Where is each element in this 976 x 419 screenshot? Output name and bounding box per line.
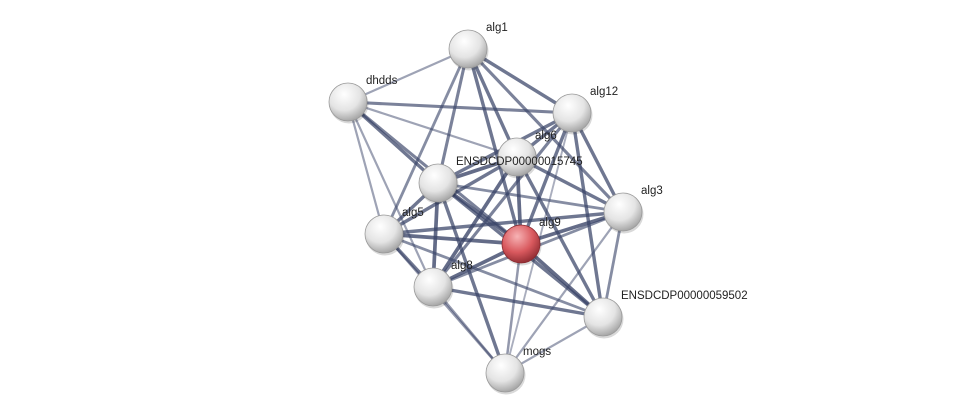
node-mogs[interactable]: mogs: [485, 346, 551, 395]
edge-dhdds-alg6[interactable]: [347, 100, 518, 159]
node-ball[interactable]: [364, 214, 404, 254]
node-alg3[interactable]: alg3: [603, 185, 663, 234]
edge-alg1-alg3[interactable]: [466, 47, 625, 214]
edge-alg12-alg8[interactable]: [431, 112, 574, 288]
edge-alg1-alg9[interactable]: [466, 48, 523, 245]
node-ball[interactable]: [418, 163, 458, 203]
edge-ENSDCDP00000015745-mogs[interactable]: [436, 182, 507, 374]
edge-ENSDCDP00000015745-alg3[interactable]: [437, 181, 624, 214]
node-ball[interactable]: [603, 192, 643, 232]
node-label: alg12: [590, 86, 618, 98]
edge-alg5-ENSDCDP00000059502[interactable]: [383, 232, 604, 319]
node-label: ENSDCDP00000059502: [621, 290, 748, 302]
node-ball[interactable]: [485, 353, 525, 393]
node-alg1[interactable]: alg1: [448, 22, 508, 71]
edge-alg1-ENSDCDP00000015745[interactable]: [436, 48, 470, 184]
node-label: alg1: [486, 22, 508, 34]
edge-alg5-alg9[interactable]: [383, 232, 522, 246]
node-label: mogs: [523, 346, 551, 358]
node-ball[interactable]: [448, 29, 488, 69]
edge-dhdds-alg12[interactable]: [347, 100, 573, 115]
node-dhdds[interactable]: dhdds: [328, 75, 398, 124]
edge-alg1-alg5[interactable]: [382, 48, 470, 235]
node-ENSDCDP00000015745[interactable]: ENSDCDP00000015745: [418, 156, 583, 205]
node-alg5[interactable]: alg5: [364, 207, 424, 256]
node-ball[interactable]: [413, 267, 453, 307]
node-label: alg6: [535, 130, 557, 142]
edge-dhdds-alg8[interactable]: [347, 101, 434, 288]
node-label: dhdds: [366, 75, 398, 87]
node-label: alg5: [402, 207, 424, 219]
edge-alg1-alg6[interactable]: [466, 48, 519, 158]
node-ball[interactable]: [497, 137, 537, 177]
node-label: alg8: [451, 260, 473, 272]
edge-alg1-alg12[interactable]: [467, 47, 573, 115]
edge-alg6-alg3[interactable]: [516, 155, 624, 214]
node-ball[interactable]: [552, 93, 592, 133]
edge-alg3-mogs[interactable]: [504, 211, 624, 374]
node-ball[interactable]: [583, 297, 623, 337]
node-ball[interactable]: [328, 82, 368, 122]
node-label: alg9: [539, 217, 561, 229]
edge-alg5-alg3[interactable]: [383, 210, 624, 236]
edge-alg6-alg8[interactable]: [431, 155, 519, 289]
node-alg6[interactable]: alg6: [497, 130, 557, 179]
edge-dhdds-alg5[interactable]: [346, 101, 386, 235]
node-ENSDCDP00000059502[interactable]: ENSDCDP00000059502: [583, 290, 748, 339]
node-alg12[interactable]: alg12: [552, 86, 618, 135]
edge-alg1-dhdds[interactable]: [347, 47, 469, 104]
node-ball[interactable]: [501, 224, 541, 264]
edge-alg9-mogs[interactable]: [503, 243, 523, 374]
node-label: alg3: [641, 185, 663, 197]
node-alg8[interactable]: alg8: [413, 260, 473, 309]
node-label: ENSDCDP00000015745: [456, 156, 583, 168]
edge-alg8-ENSDCDP00000059502[interactable]: [432, 285, 604, 319]
node-alg9[interactable]: alg9: [501, 217, 561, 266]
